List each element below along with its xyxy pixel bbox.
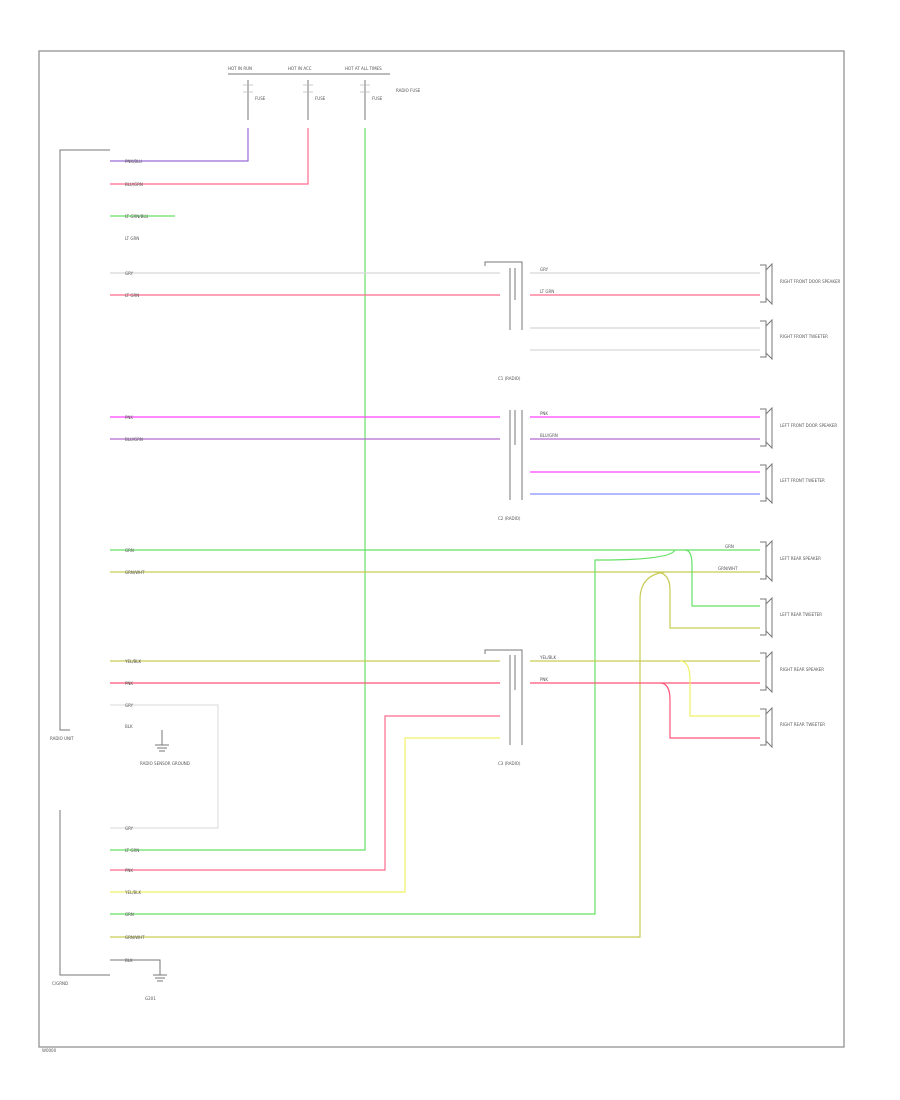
speaker-name-6: LEFT REAR TWEETER xyxy=(780,612,822,617)
radio-sensor-ground: RADIO SENSOR GROUND xyxy=(140,730,190,766)
left-pin-12: PNK xyxy=(125,681,133,686)
speaker-right-front-tweeter: RIGHT FRONT TWEETER xyxy=(760,318,828,361)
left-pin-lower-6: GRN/WHT xyxy=(125,935,145,940)
speaker-left-rear-tweeter: LEFT REAR TWEETER xyxy=(760,596,822,639)
right-pin-3: PNK xyxy=(540,411,548,416)
speaker-name-1: RIGHT FRONT DOOR SPEAKER xyxy=(780,279,841,284)
left-pin-8: BLU/GRN xyxy=(125,437,143,442)
right-pin-1: GRY xyxy=(540,267,549,272)
wire-pink-acc-fuse xyxy=(110,128,309,185)
left-pin-6: LT GRN xyxy=(125,293,139,298)
radio-sensor-ground-note: RADIO SENSOR GROUND xyxy=(140,761,190,766)
speaker-left-front-tweeter: LEFT FRONT TWEETER xyxy=(760,462,825,505)
left-pin-5: GRY xyxy=(125,271,134,276)
wire-pink-to-c3 xyxy=(110,715,500,871)
left-pin-lower-4: YEL/BLK xyxy=(124,890,142,895)
speaker-name-5: LEFT REAR SPEAKER xyxy=(780,556,821,561)
right-pin-4: BLU/GRN xyxy=(540,433,558,438)
wire-lrt-green xyxy=(684,549,760,607)
diagram-frame xyxy=(38,50,845,1048)
right-pin-5: GRN xyxy=(725,544,734,549)
connector-c1-note: C1 (RADIO) xyxy=(498,376,521,381)
figure-code: W0000 xyxy=(42,1048,57,1053)
wire-gray-ground xyxy=(110,704,219,829)
speaker-right-rear: RIGHT REAR SPEAKER xyxy=(760,650,824,694)
left-pin-11: YEL/BLK xyxy=(124,659,142,664)
right-pin-6: GRN/WHT xyxy=(718,566,738,571)
wire-purple-radio-fuse xyxy=(110,128,249,162)
left-pin-13: GRY xyxy=(125,703,134,708)
left-pin-labels: PNK/BLU BLU/GRN LT GRN/BLU LT GRN GRY LT… xyxy=(124,159,148,729)
left-pin-14: BLK xyxy=(125,724,133,729)
fuse-side-note: RADIO FUSE xyxy=(396,88,421,93)
left-pin-lower-7: BLK xyxy=(125,958,133,963)
wire-ygreen-return xyxy=(110,571,666,938)
wire-group xyxy=(110,128,760,938)
speaker-right-rear-tweeter: RIGHT REAR TWEETER xyxy=(760,706,825,749)
left-pin-lower-5: GRN xyxy=(125,912,134,917)
connector-c1: C1 (RADIO) xyxy=(484,261,523,381)
left-pin-lower-1: GRY xyxy=(125,826,134,831)
left-pin-1: PNK/BLU xyxy=(125,159,142,164)
wire-rrt-ygreen xyxy=(679,660,760,717)
speaker-name-4: LEFT FRONT TWEETER xyxy=(780,478,825,483)
fuse-block: HOT IN RUN HOT IN ACC HOT AT ALL TIMES F… xyxy=(228,66,421,120)
ground-bracket: C/GRND xyxy=(52,810,110,986)
speaker-left-rear: LEFT REAR SPEAKER xyxy=(760,539,821,583)
fuse-label-1: HOT IN RUN xyxy=(228,66,252,71)
left-pin-2: BLU/GRN xyxy=(125,182,143,187)
connector-c3-note: C3 (RADIO) xyxy=(498,761,521,766)
bottom-ground: G201 xyxy=(110,959,167,1001)
radio-unit-bracket: RADIO UNIT xyxy=(50,149,110,741)
wire-lrt-ygreen xyxy=(654,571,760,629)
left-pin-lower-2: LT GRN xyxy=(125,848,139,853)
speaker-right-front-door: RIGHT FRONT DOOR SPEAKER xyxy=(760,262,841,306)
connector-c3: C3 (RADIO) xyxy=(484,649,523,766)
fuse-label-3: HOT AT ALL TIMES xyxy=(345,66,382,71)
left-pin-10: GRN/WHT xyxy=(125,570,145,575)
bottom-ground-note: G201 xyxy=(145,996,156,1001)
right-pin-labels: GRY LT GRN PNK BLU/GRN GRN GRN/WHT YEL/B… xyxy=(539,267,738,682)
wire-rrt-red xyxy=(659,682,760,739)
right-pin-8: PNK xyxy=(540,677,548,682)
wire-green-batt xyxy=(110,128,366,851)
fuse-note-1: FUSE xyxy=(255,96,266,101)
fuse-label-2: HOT IN ACC xyxy=(288,66,312,71)
left-pin-lower-3: PNK xyxy=(125,868,133,873)
connector-c2: C2 (RADIO) xyxy=(498,410,523,521)
fuse-note-2: FUSE xyxy=(315,96,326,101)
radio-unit-label: RADIO UNIT xyxy=(50,736,74,741)
left-pin-4: LT GRN xyxy=(125,236,139,241)
speaker-name-8: RIGHT REAR TWEETER xyxy=(780,722,825,727)
speaker-name-3: LEFT FRONT DOOR SPEAKER xyxy=(780,423,837,428)
speaker-group: RIGHT FRONT DOOR SPEAKER RIGHT FRONT TWE… xyxy=(760,262,841,749)
left-pin-labels-lower: GRY LT GRN PNK YEL/BLK GRN GRN/WHT BLK xyxy=(124,826,145,963)
right-pin-2: LT GRN xyxy=(540,289,554,294)
right-pin-7: YEL/BLK xyxy=(539,655,557,660)
speaker-left-front-door: LEFT FRONT DOOR SPEAKER xyxy=(760,406,837,450)
left-pin-9: GRN xyxy=(125,548,134,553)
left-pin-3: LT GRN/BLU xyxy=(125,214,148,219)
fuse-note-3: FUSE xyxy=(372,96,383,101)
speaker-name-2: RIGHT FRONT TWEETER xyxy=(780,334,828,339)
ground-label: C/GRND xyxy=(52,981,68,986)
left-pin-7: PNK xyxy=(125,415,133,420)
connector-c2-note: C2 (RADIO) xyxy=(498,516,521,521)
speaker-name-7: RIGHT REAR SPEAKER xyxy=(780,667,824,672)
wire-green-return xyxy=(110,549,676,915)
wire-yellow-to-c3 xyxy=(110,737,500,893)
